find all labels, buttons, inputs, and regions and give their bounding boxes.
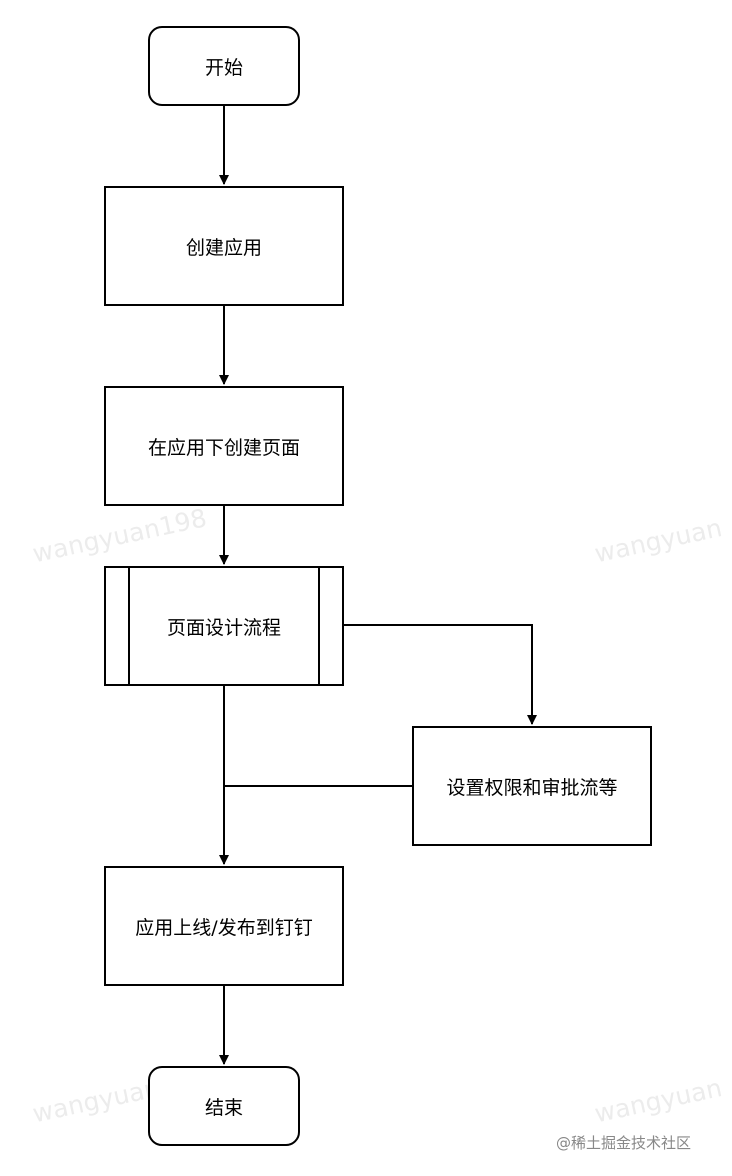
subprocess-right-bar (318, 568, 320, 684)
publish-node-label: 应用上线/发布到钉钉 (135, 916, 313, 939)
create-page-node-label: 在应用下创建页面 (147, 436, 300, 459)
settings-node: 设置权限和审批流等 (412, 726, 652, 846)
start-node: 开始 (148, 26, 300, 106)
end-node-label: 结束 (204, 1096, 243, 1119)
page-design-node-label: 页面设计流程 (166, 616, 281, 639)
start-node-label: 开始 (204, 56, 243, 79)
page-design-subprocess-node: 页面设计流程 (104, 566, 344, 686)
settings-node-label: 设置权限和审批流等 (446, 776, 618, 799)
source-credit: @稀土掘金技术社区 (556, 1134, 692, 1152)
create-app-node-label: 创建应用 (185, 236, 262, 259)
create-page-node: 在应用下创建页面 (104, 386, 344, 506)
end-node: 结束 (148, 1066, 300, 1146)
publish-node: 应用上线/发布到钉钉 (104, 866, 344, 986)
arrow-page-design-to-settings (344, 624, 537, 725)
create-app-node: 创建应用 (104, 186, 344, 306)
subprocess-left-bar (128, 568, 130, 684)
